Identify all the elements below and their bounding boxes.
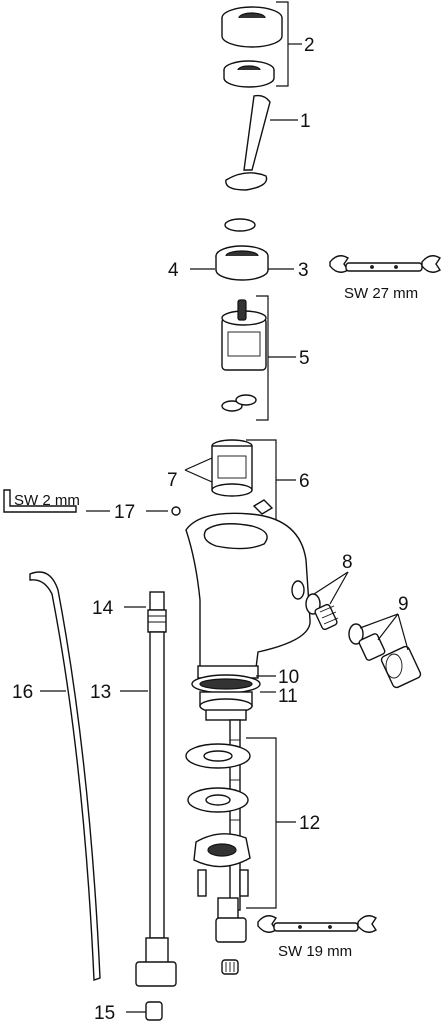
callout-14: 14	[92, 598, 114, 619]
callout-15: 15	[94, 1003, 115, 1024]
faucet-body	[185, 512, 311, 669]
part-2-rings	[221, 6, 283, 88]
callout-4: 4	[168, 260, 179, 281]
part-8-aerator	[305, 593, 339, 631]
callout-1: 1	[300, 111, 311, 132]
part-1-lever	[225, 94, 271, 191]
part-5-cartridge	[221, 299, 267, 412]
part-9-aerator-set	[348, 623, 422, 689]
callout-16: 16	[12, 682, 33, 703]
wrench-size-top: SW 27 mm	[344, 285, 418, 302]
wrench-icon-lower	[257, 915, 377, 933]
part-15-filter	[145, 1001, 163, 1021]
connector-small	[221, 959, 239, 975]
callout-9: 9	[398, 594, 409, 615]
callout-5: 5	[299, 348, 310, 369]
bracket-12	[246, 737, 277, 909]
callout-7: 7	[167, 470, 178, 491]
callout-13: 13	[90, 682, 111, 703]
callout-3: 3	[298, 260, 309, 281]
wrench-size-bottom: SW 19 mm	[278, 943, 352, 960]
part-10-11-base	[191, 665, 261, 721]
callout-2: 2	[304, 35, 315, 56]
callout-17: 17	[114, 502, 135, 523]
part-17-screw	[171, 506, 181, 516]
hex-key-icon	[3, 489, 77, 513]
part-12-mounting-set	[185, 719, 251, 943]
callout-10: 10	[278, 667, 299, 688]
callout-8: 8	[342, 552, 353, 573]
wrench-icon	[329, 255, 441, 273]
hex-key-size: SW 2 mm	[14, 492, 80, 509]
part-13-hose	[135, 591, 177, 987]
part-16-pull-rod	[29, 571, 101, 981]
bracket-5	[256, 295, 269, 421]
callout-11: 11	[278, 686, 298, 707]
part-3-4-nut	[215, 218, 269, 281]
part-6-7-diverter	[211, 439, 274, 515]
callout-6: 6	[299, 471, 310, 492]
callout-12: 12	[299, 813, 320, 834]
